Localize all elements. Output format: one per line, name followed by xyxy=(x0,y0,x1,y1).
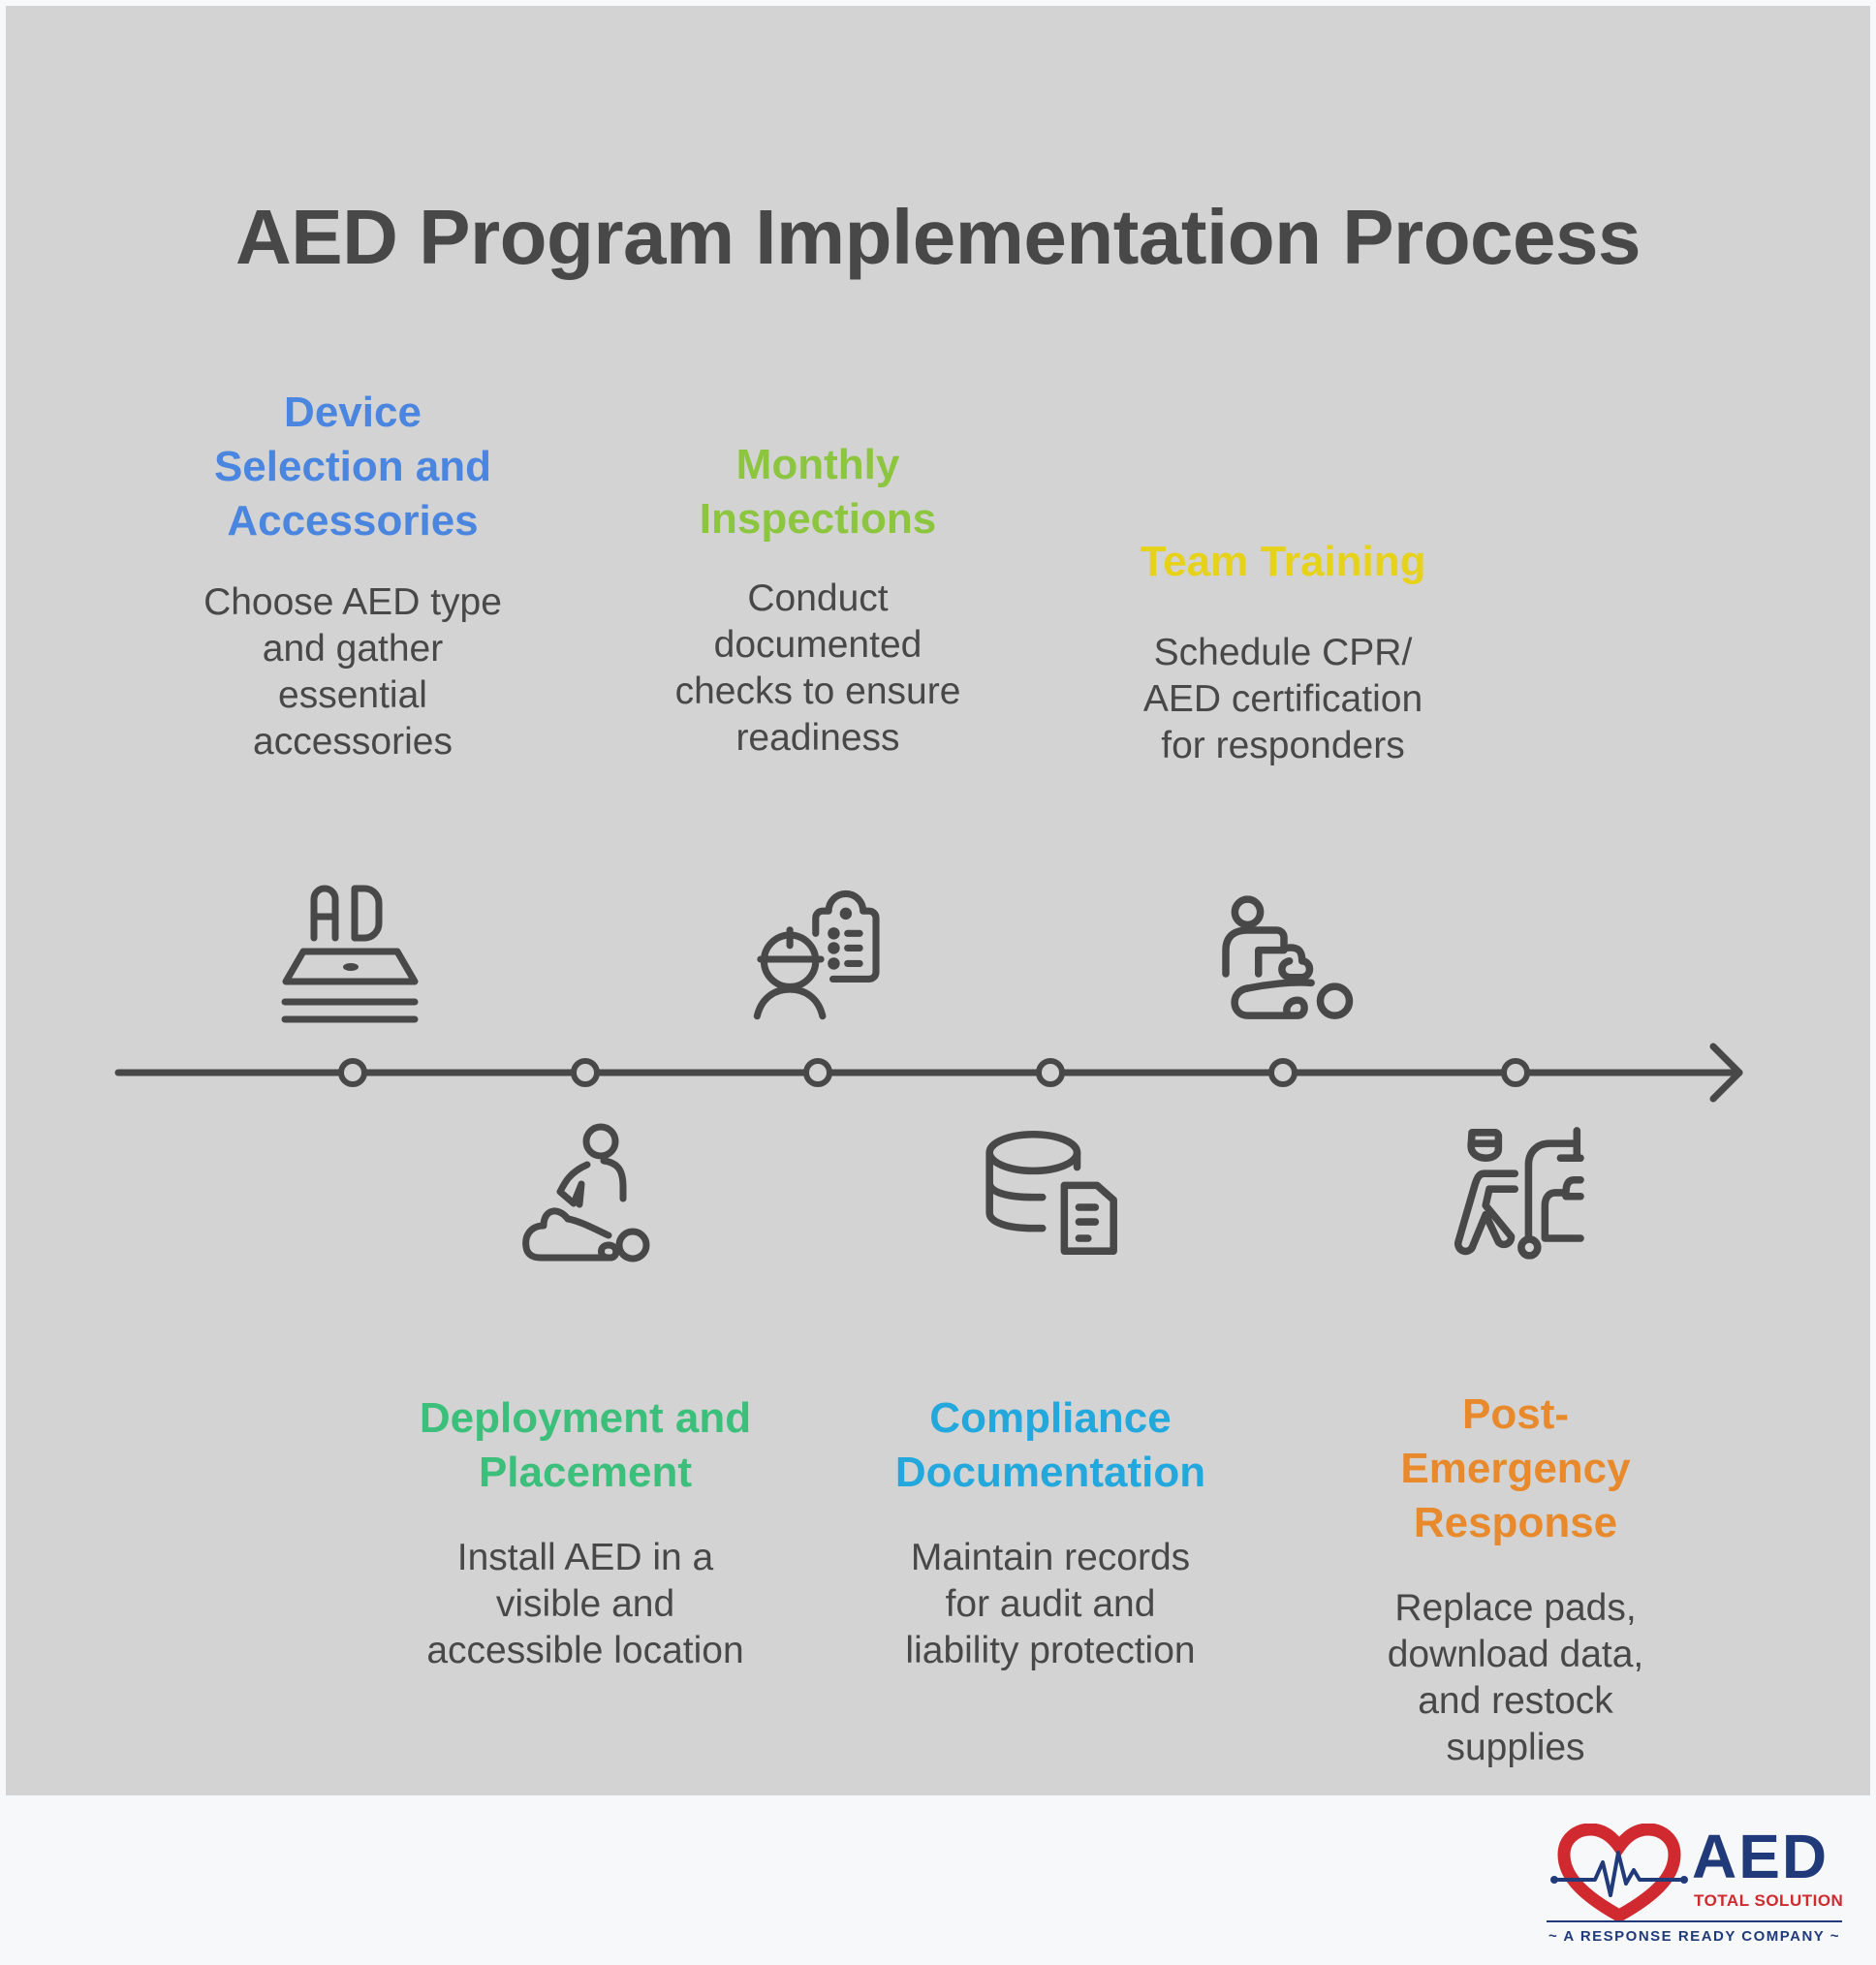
timeline-node-3 xyxy=(803,1058,832,1087)
aed-device-icon xyxy=(279,872,429,1032)
logo-divider xyxy=(1547,1920,1842,1922)
cpr-training-icon xyxy=(1211,887,1357,1032)
timeline-node-6 xyxy=(1501,1058,1530,1087)
logo-tagline: ~ A RESPONSE READY COMPANY ~ xyxy=(1548,1928,1840,1945)
step-description: Schedule CPR/ AED certification for resp… xyxy=(1142,632,1423,766)
step-heading: Monthly Inspections xyxy=(699,441,937,543)
step-monthly-inspections: Monthly Inspections Conduct documented c… xyxy=(614,438,1021,762)
timeline-node-1 xyxy=(338,1058,367,1087)
step-compliance-documentation: Compliance Documentation Maintain record… xyxy=(847,1391,1254,1674)
database-document-icon xyxy=(977,1114,1132,1269)
timeline-node-2 xyxy=(571,1058,600,1087)
step-device-selection: Device Selection and Accessories Choose … xyxy=(149,386,556,765)
timeline-node-4 xyxy=(1036,1058,1065,1087)
step-team-training: Team Training Schedule CPR/ AED certific… xyxy=(1079,535,1486,769)
timeline-arrowhead-icon xyxy=(1709,1043,1743,1103)
step-heading: Post- Emergency Response xyxy=(1400,1390,1631,1546)
step-description: Conduct documented checks to ensure read… xyxy=(674,577,961,759)
step-description: Install AED in a visible and accessible … xyxy=(426,1537,744,1671)
timeline-node-5 xyxy=(1268,1058,1298,1087)
step-heading: Compliance Documentation xyxy=(894,1394,1206,1496)
logo-name: AED xyxy=(1692,1822,1829,1891)
cpr-kneeling-icon xyxy=(512,1114,667,1269)
step-heading: Deployment and Placement xyxy=(419,1394,752,1496)
restock-cart-icon xyxy=(1442,1114,1597,1269)
step-post-emergency-response: Post- Emergency Response Replace pads, d… xyxy=(1312,1388,1719,1771)
step-heading: Device Selection and Accessories xyxy=(213,389,492,545)
step-description: Choose AED type and gather essential acc… xyxy=(203,581,502,763)
step-heading: Team Training xyxy=(1140,538,1426,585)
logo-subtitle: TOTAL SOLUTION xyxy=(1694,1891,1844,1910)
heart-pulse-icon xyxy=(1550,1824,1688,1920)
page-title: AED Program Implementation Process xyxy=(234,194,1642,280)
step-description: Replace pads, download data, and restock… xyxy=(1387,1587,1644,1768)
step-deployment-placement: Deployment and Placement Install AED in … xyxy=(382,1391,789,1674)
inspector-clipboard-icon xyxy=(744,882,899,1037)
company-logo: AED TOTAL SOLUTION ~ A RESPONSE READY CO… xyxy=(1547,1818,1847,1945)
step-description: Maintain records for audit and liability… xyxy=(905,1537,1196,1671)
